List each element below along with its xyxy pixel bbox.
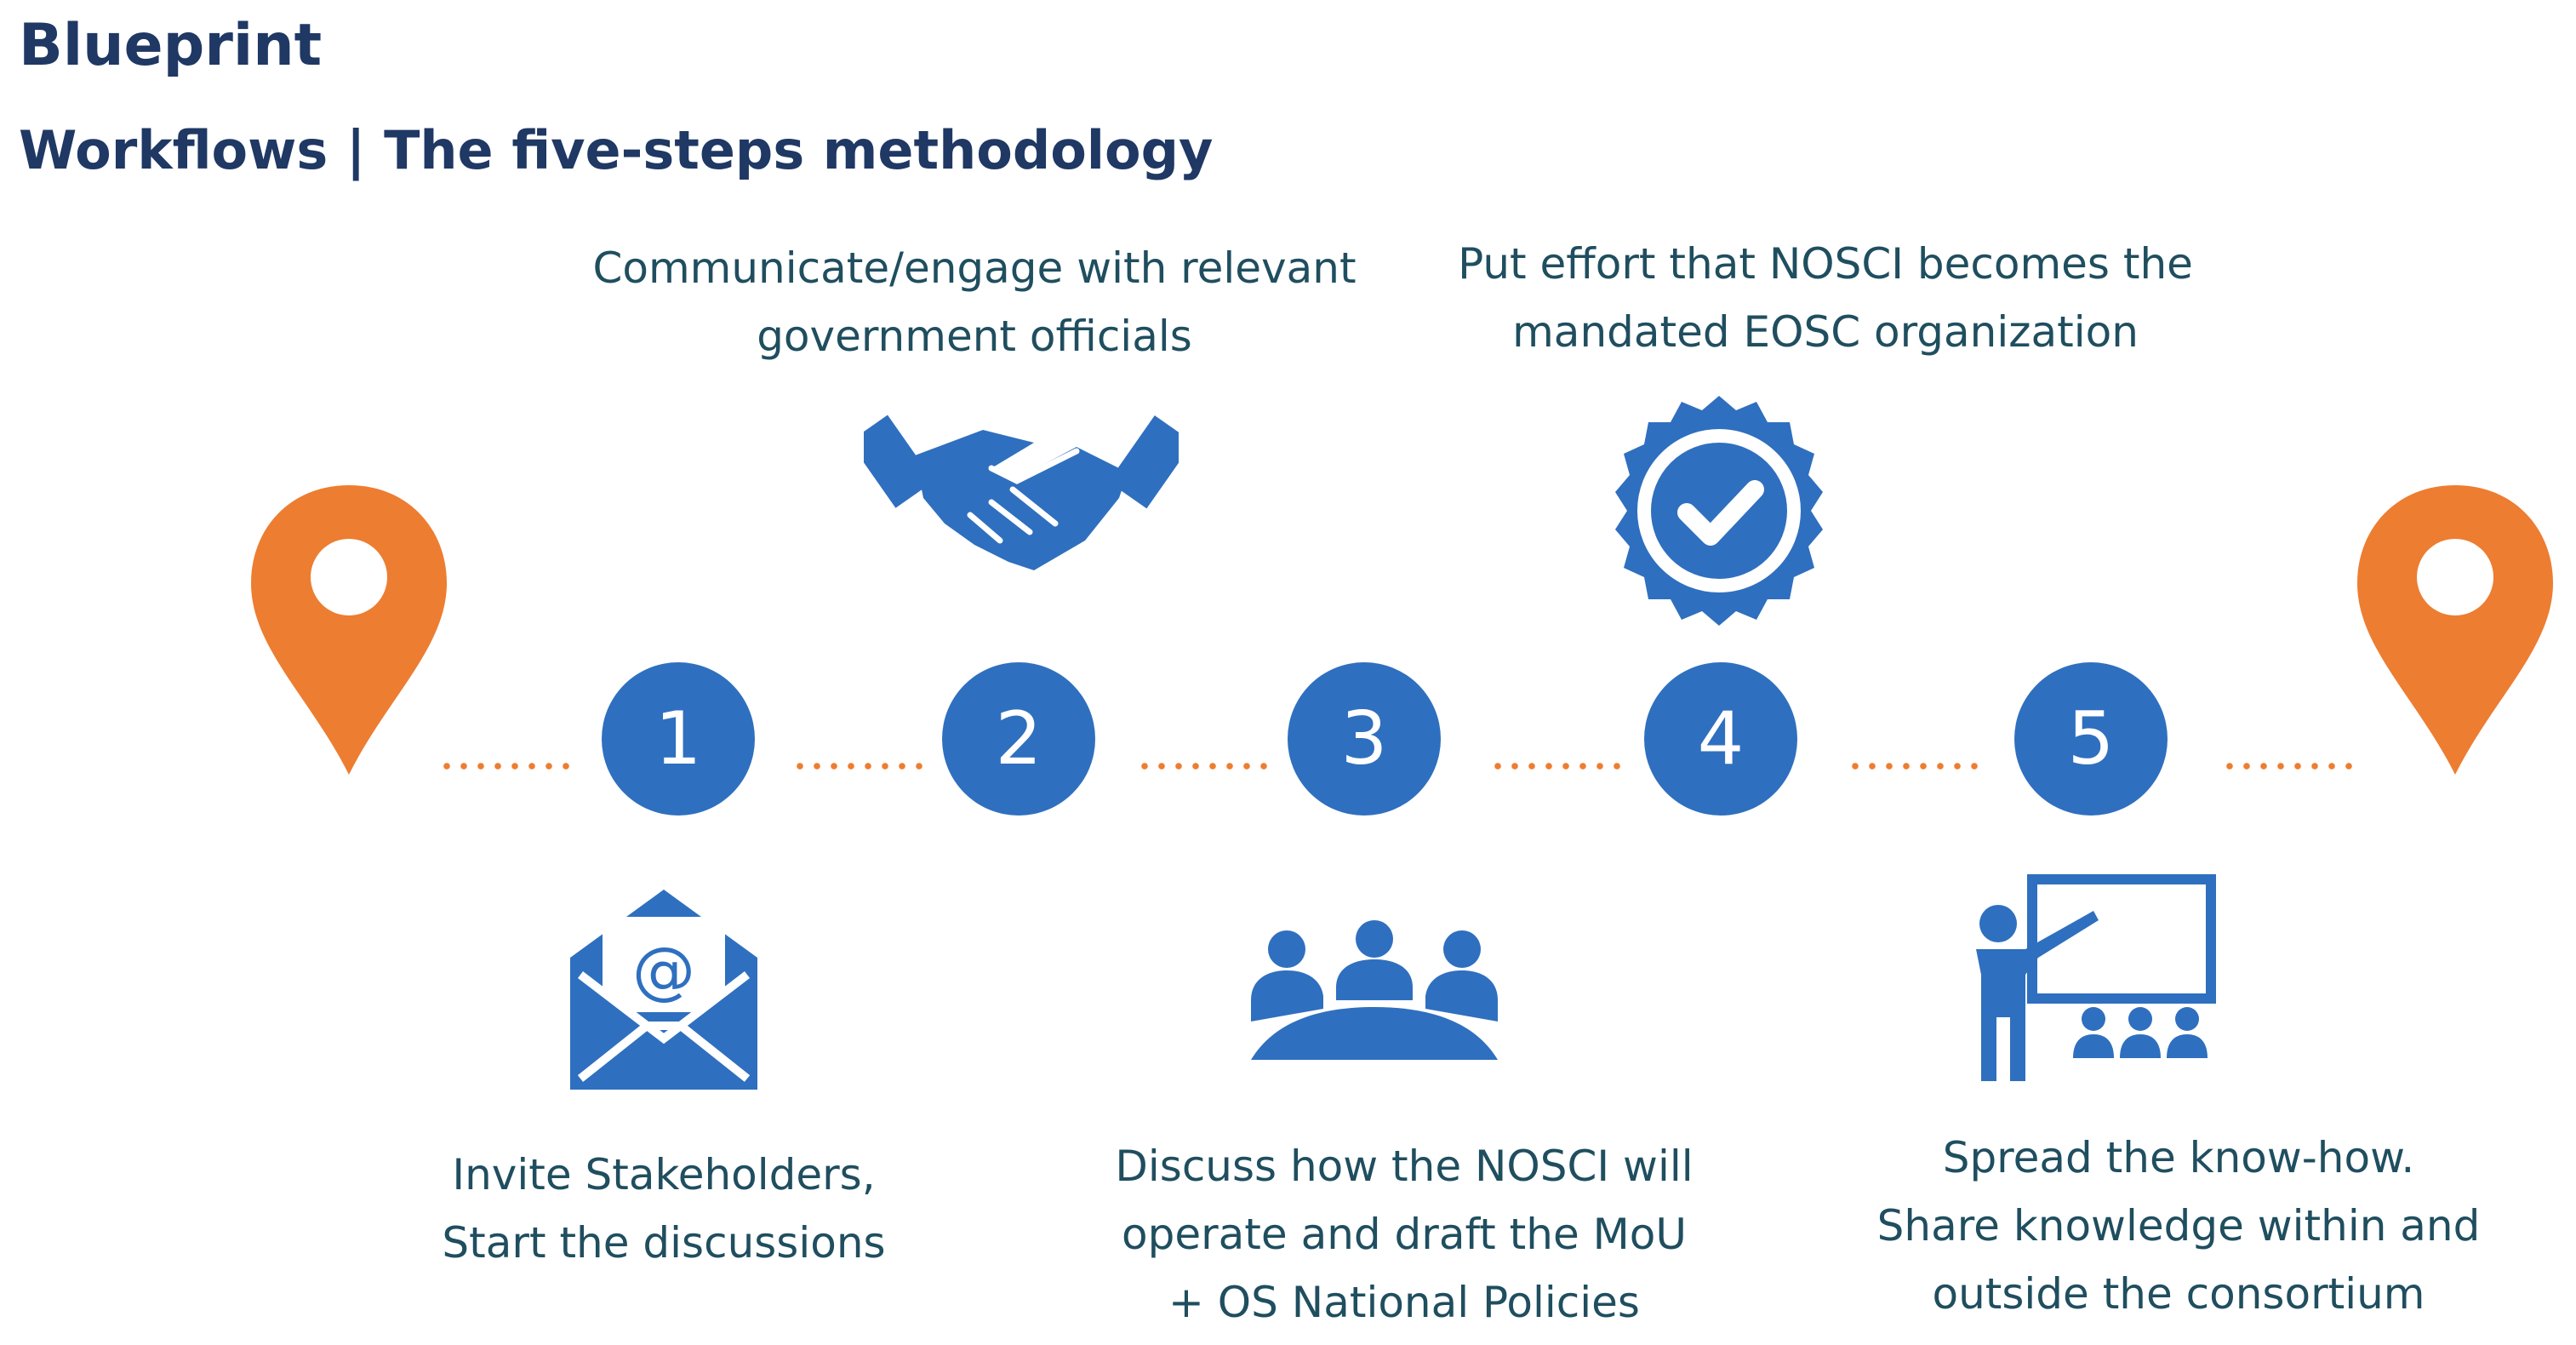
step-3-caption: Discuss how the NOSCI will operate and d… (1115, 1142, 1694, 1327)
step-1-circle: 1 (602, 662, 755, 816)
badge-check-icon (1615, 396, 1823, 626)
map-pin-start-icon (251, 485, 447, 775)
meeting-icon (1251, 920, 1498, 1060)
connector-dots (791, 763, 923, 770)
step-4-circle: 4 (1644, 662, 1797, 816)
svg-text:@: @ (632, 934, 695, 1007)
step-4-caption: Put effort that NOSCI becomes the mandat… (1458, 239, 2193, 357)
connector-dots (1847, 763, 1979, 770)
presentation-icon (1976, 874, 2216, 1081)
handshake-icon (864, 415, 1179, 570)
page-subtitle: Workflows | The five-steps methodology (19, 119, 1214, 181)
connector-dots (2221, 763, 2353, 770)
step-3-circle: 3 (1288, 662, 1441, 816)
email-icon: @ (570, 890, 757, 1090)
step-5-circle: 5 (2014, 662, 2168, 816)
map-pin-end-icon (2357, 485, 2553, 775)
connector-dots (1136, 763, 1268, 770)
connector-dots (438, 763, 570, 770)
step-5-caption: Spread the know-how. Share knowledge wit… (1876, 1133, 2481, 1319)
step-2-circle: 2 (942, 662, 1095, 816)
page-title: Blueprint (19, 12, 323, 79)
step-2-caption: Communicate/engage with relevant governm… (592, 243, 1357, 361)
connector-dots (1489, 763, 1621, 770)
step-1-caption: Invite Stakeholders, Start the discussio… (442, 1150, 886, 1268)
